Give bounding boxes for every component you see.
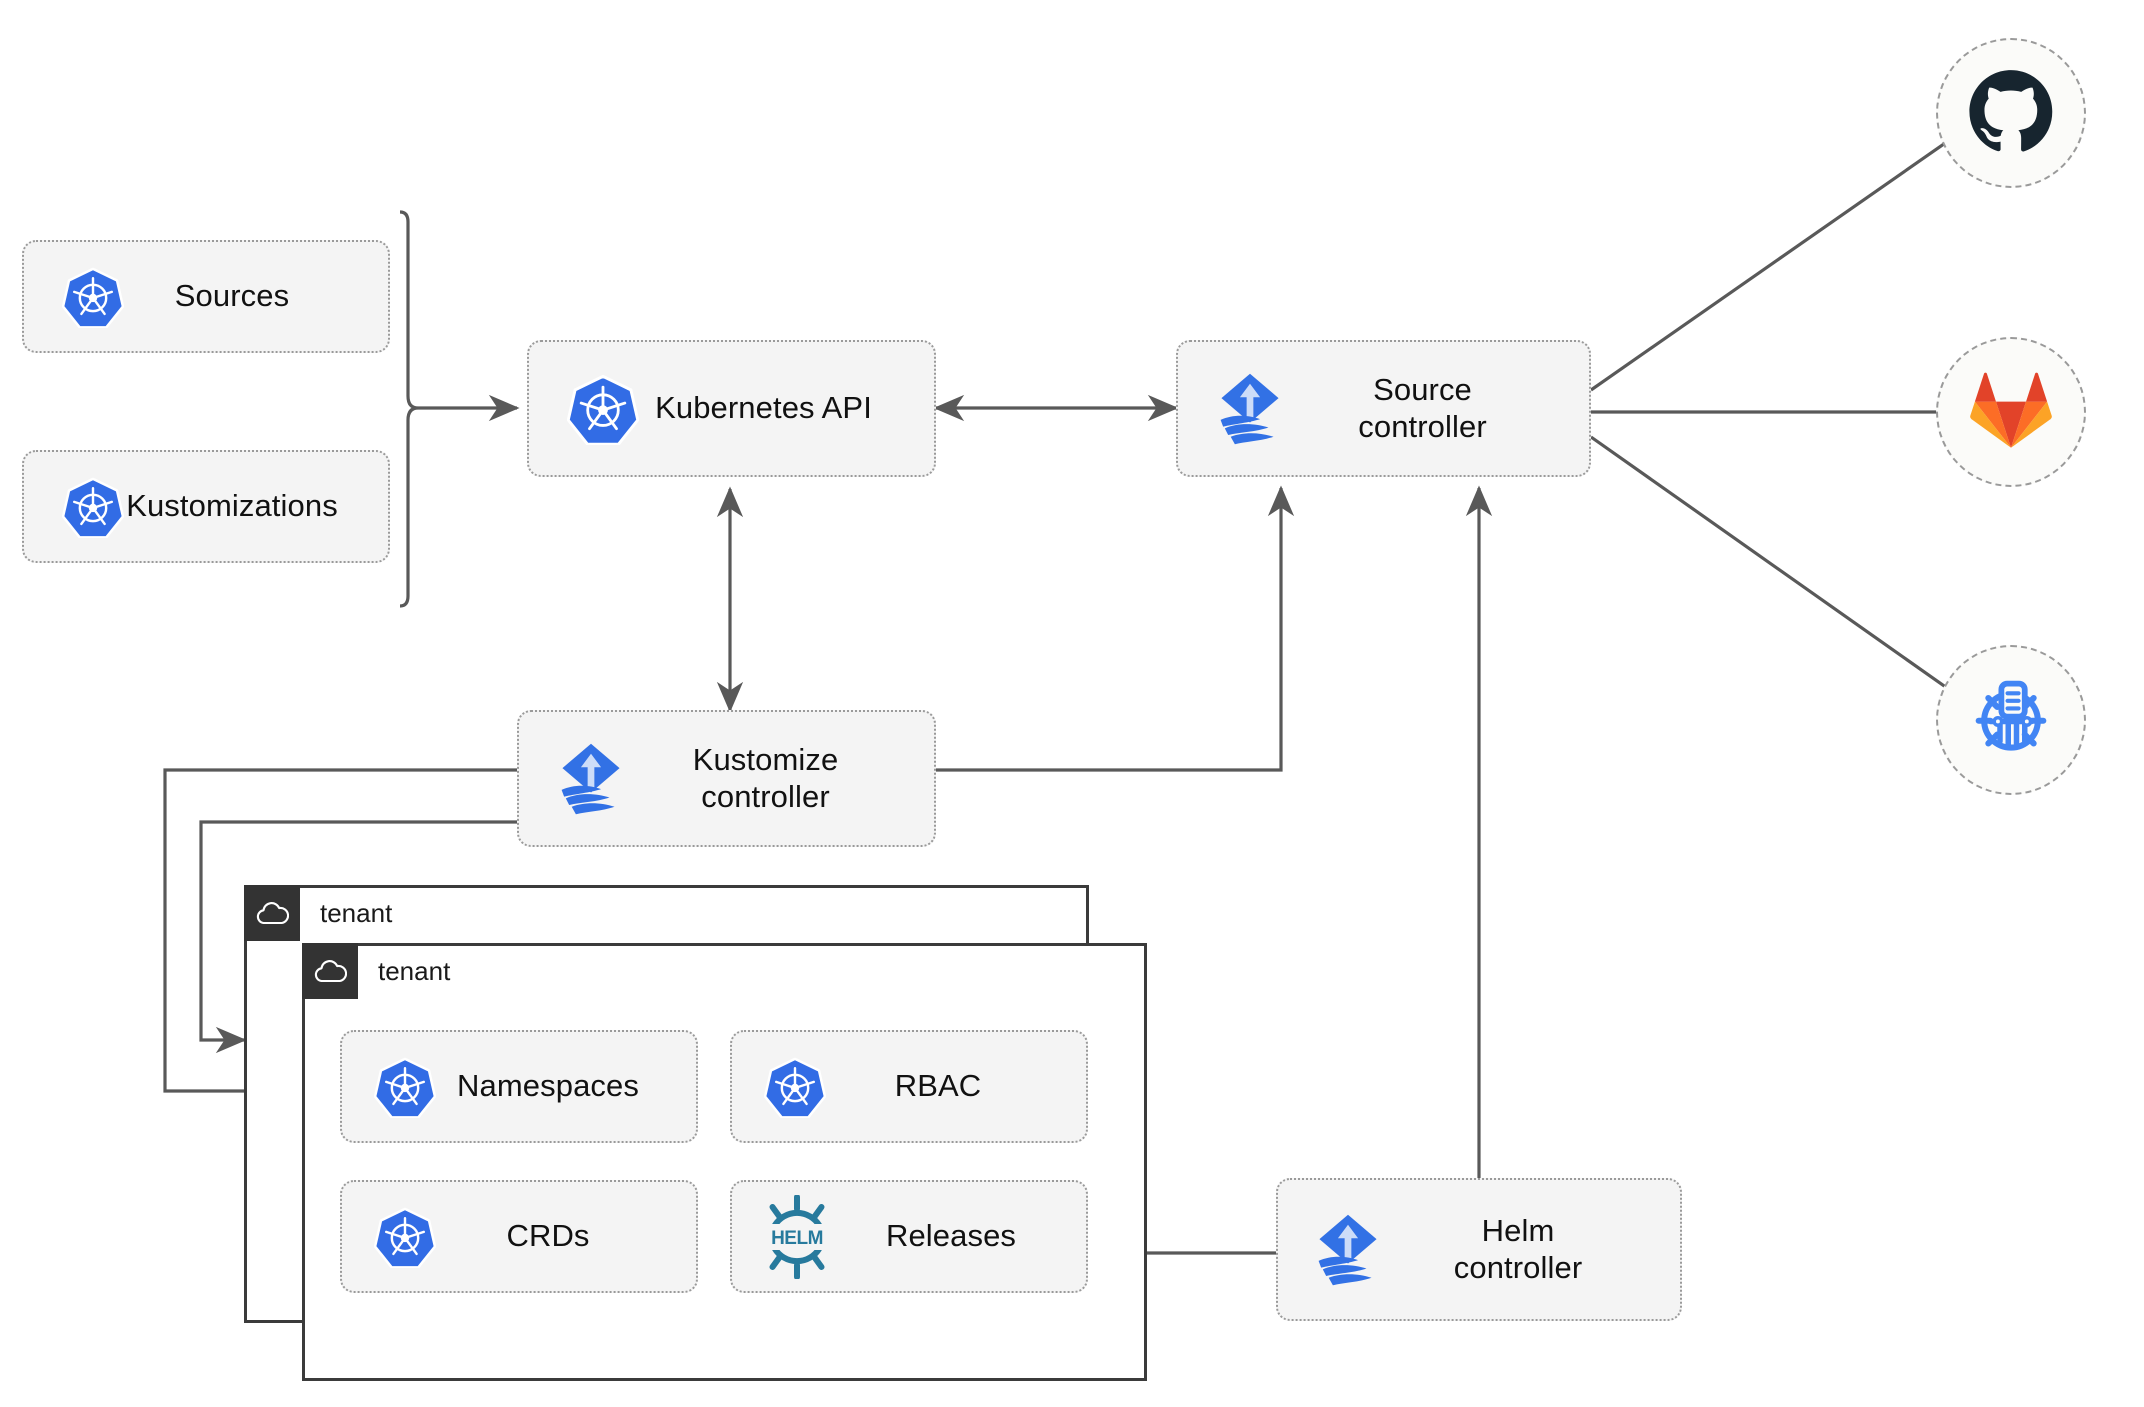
resource-label-sources: Sources bbox=[174, 278, 290, 314]
node-label-kubernetes-api: Kubernetes API bbox=[655, 390, 872, 426]
kubernetes-icon bbox=[62, 476, 124, 538]
svg-text:HELM: HELM bbox=[771, 1228, 823, 1249]
node-helm-controller[interactable]: Helm controller bbox=[1276, 1178, 1682, 1321]
cloud-icon bbox=[244, 885, 300, 941]
tenant-resource-label: RBAC bbox=[894, 1068, 982, 1104]
tenant-label-outer: tenant bbox=[320, 897, 393, 928]
tenant-titlebar-inner: tenant bbox=[302, 943, 450, 999]
group-bracket bbox=[399, 210, 419, 608]
node-label-kustomize-controller: Kustomize controller bbox=[692, 741, 839, 814]
kubernetes-icon bbox=[764, 1056, 826, 1118]
tenant-window-inner[interactable]: tenant bbox=[302, 943, 1147, 1381]
kubernetes-icon bbox=[374, 1056, 436, 1118]
tenant-label-inner: tenant bbox=[378, 955, 451, 986]
edge-source-to-helmrepo bbox=[1590, 435, 1977, 709]
flux-icon bbox=[1208, 367, 1292, 451]
tenant-resource-label: Releases bbox=[885, 1218, 1017, 1254]
edge-kustomize-to-source bbox=[936, 485, 1295, 772]
kubernetes-icon bbox=[374, 1206, 436, 1268]
node-kubernetes-api[interactable]: Kubernetes API bbox=[527, 340, 936, 477]
provider-helm-repository[interactable] bbox=[1936, 645, 2086, 795]
provider-gitlab[interactable] bbox=[1936, 337, 2086, 487]
kubernetes-icon bbox=[567, 373, 639, 445]
node-label-source-controller: Source controller bbox=[1358, 371, 1487, 444]
flux-icon bbox=[1306, 1208, 1390, 1292]
resource-label-kustomizations: Kustomizations bbox=[126, 488, 338, 524]
node-kustomize-controller[interactable]: Kustomize controller bbox=[517, 710, 936, 847]
tenant-resource-label: CRDs bbox=[506, 1218, 590, 1254]
provider-github[interactable] bbox=[1936, 38, 2086, 188]
github-icon bbox=[1968, 68, 2054, 159]
resource-box-kustomizations[interactable]: Kustomizations bbox=[22, 450, 390, 563]
helm-chart-repository-icon bbox=[1967, 674, 2055, 767]
tenant-resource-rbac[interactable]: RBAC bbox=[730, 1030, 1088, 1143]
node-label-helm-controller: Helm controller bbox=[1453, 1212, 1583, 1285]
flux-icon bbox=[549, 737, 633, 821]
gitlab-icon bbox=[1970, 371, 2052, 454]
tenant-resource-crds[interactable]: CRDs bbox=[340, 1180, 698, 1293]
node-source-controller[interactable]: Source controller bbox=[1176, 340, 1591, 477]
kubernetes-icon bbox=[62, 266, 124, 328]
edge-source-to-github bbox=[1590, 121, 1977, 392]
resource-box-sources[interactable]: Sources bbox=[22, 240, 390, 353]
tenant-titlebar-outer: tenant bbox=[244, 885, 392, 941]
helm-icon: HELM bbox=[758, 1194, 836, 1279]
tenant-resource-releases[interactable]: HELM Releases bbox=[730, 1180, 1088, 1293]
tenant-resource-namespaces[interactable]: Namespaces bbox=[340, 1030, 698, 1143]
cloud-icon bbox=[302, 943, 358, 999]
